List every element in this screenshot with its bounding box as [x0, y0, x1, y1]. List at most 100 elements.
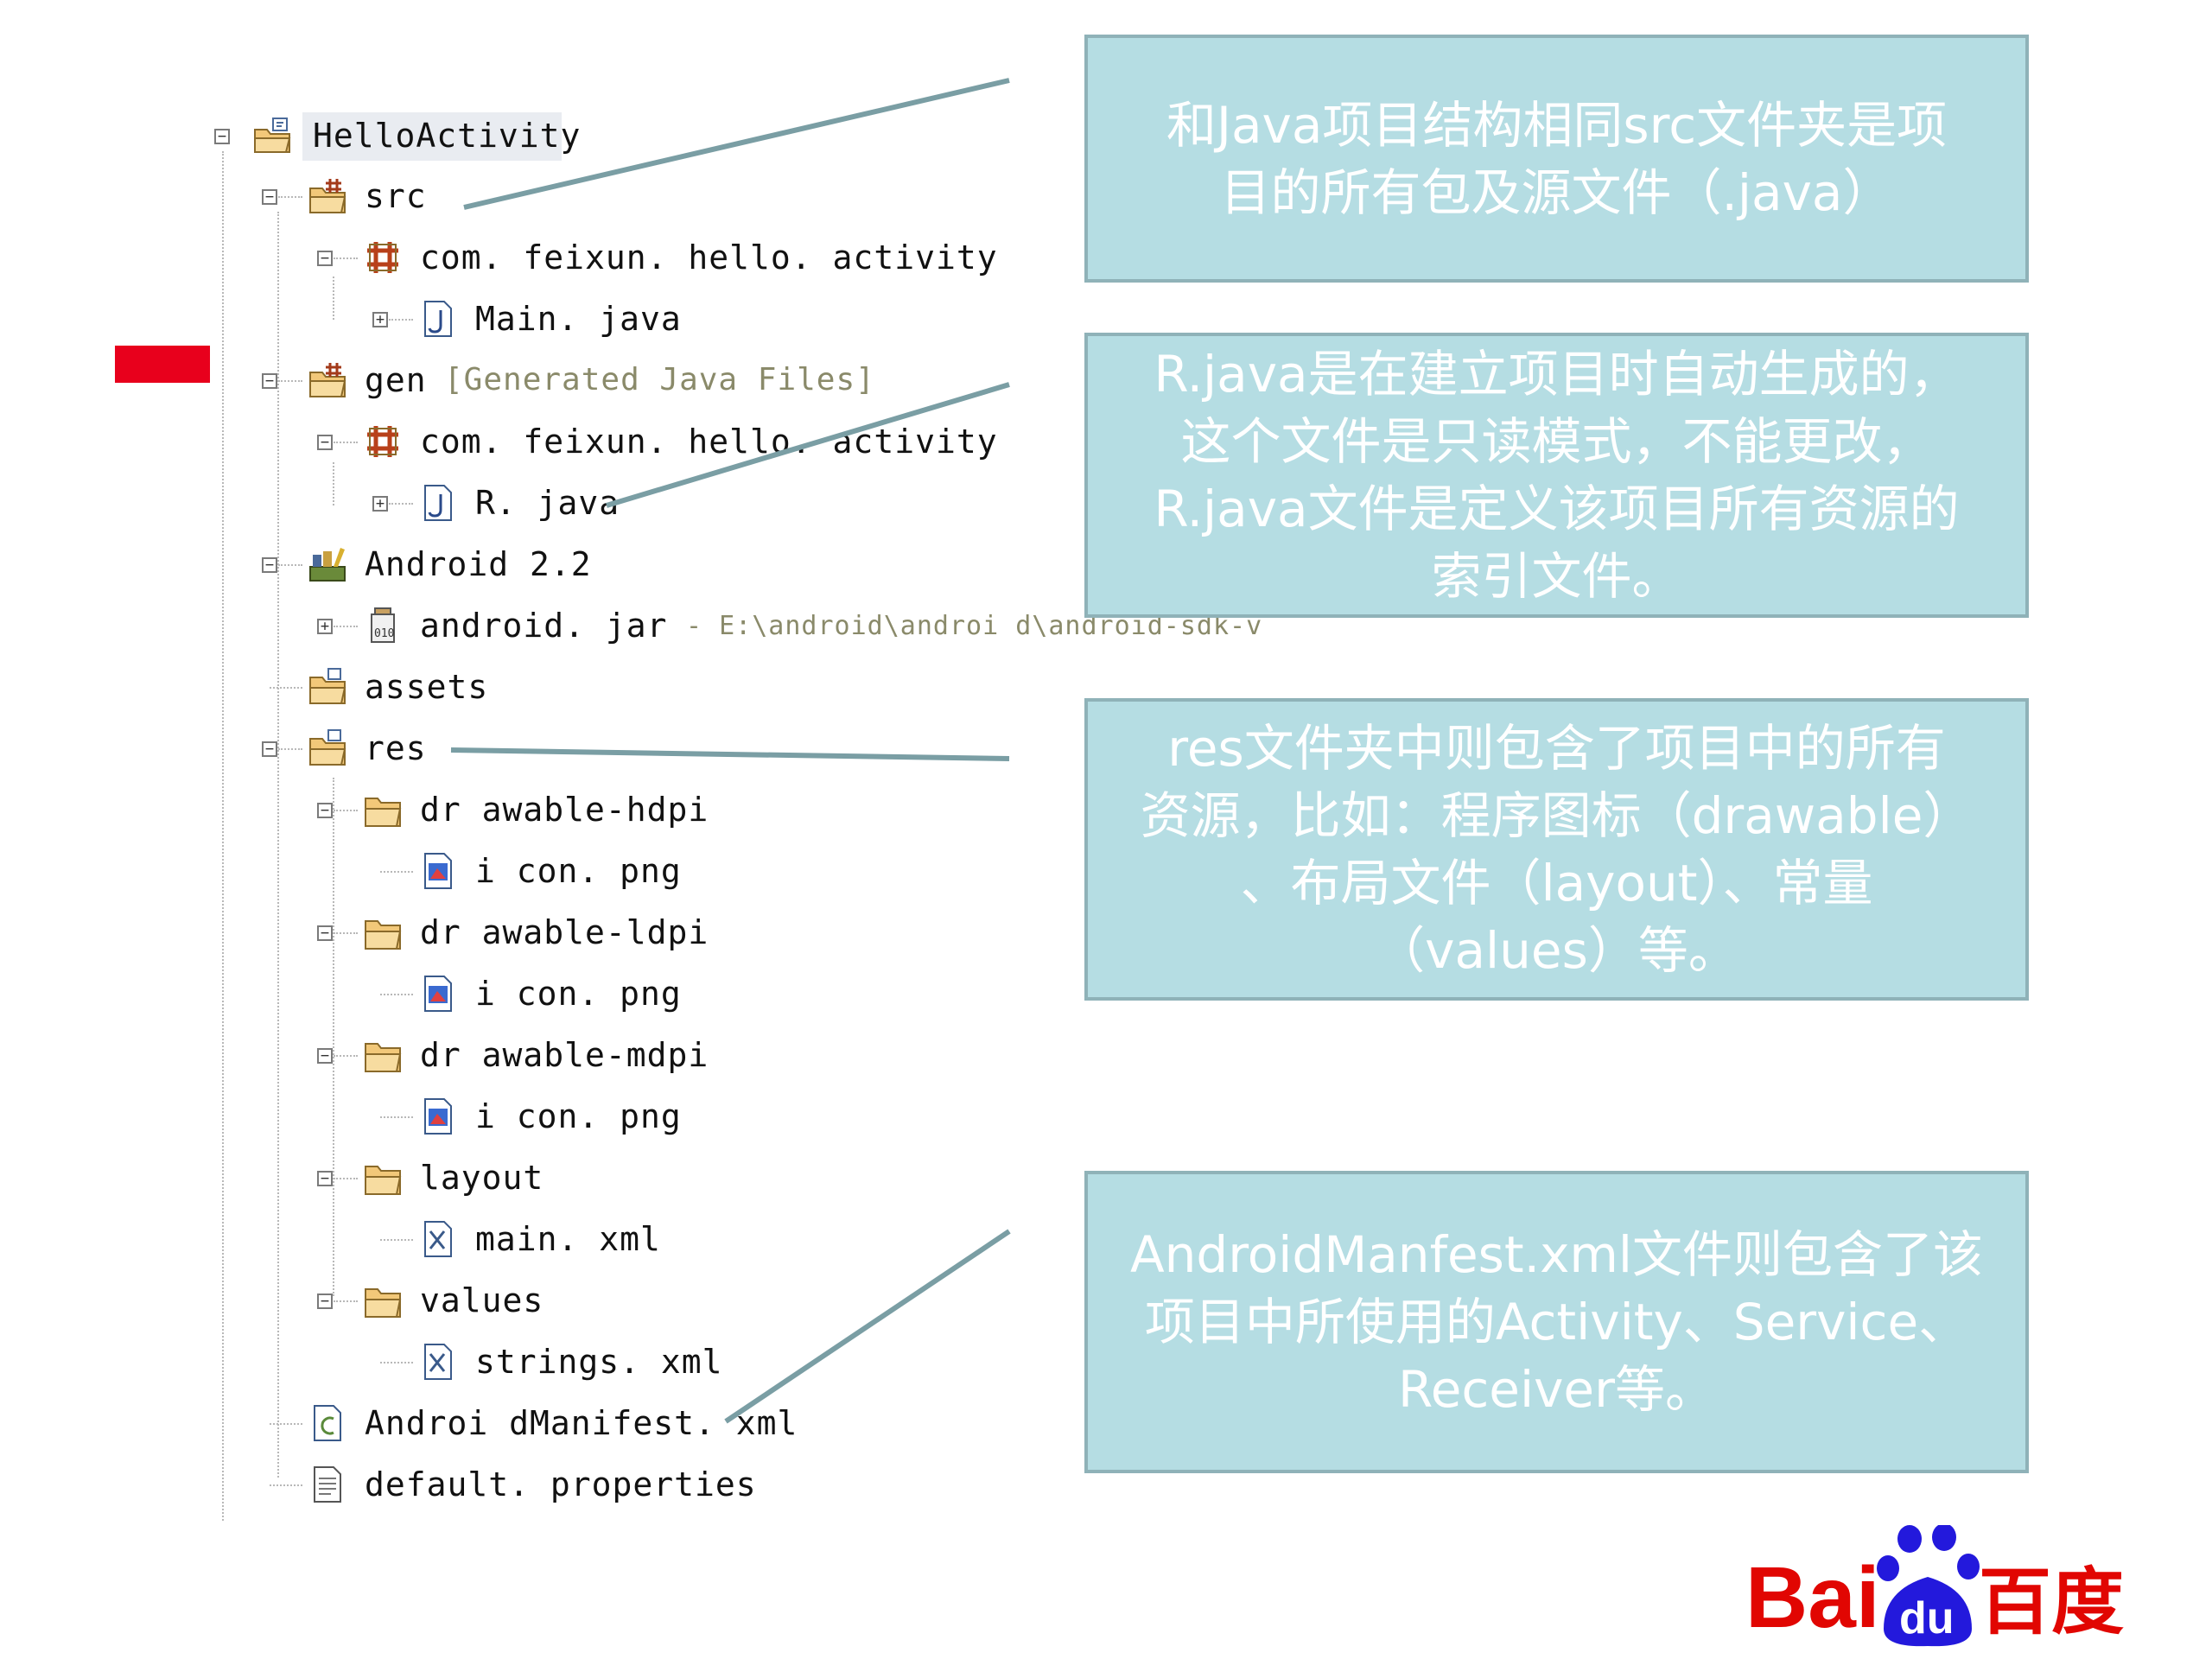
tree-item-strings-xml[interactable]: strings. xml [0, 1338, 1210, 1387]
project-explorer-tree: − HelloActivity − src − com. feixun. hello.… [0, 112, 1262, 1521]
tree-connector [270, 1484, 302, 1486]
collapse-toggle[interactable]: − [214, 129, 230, 144]
red-marker [115, 346, 210, 383]
collapse-toggle[interactable]: − [262, 373, 277, 389]
tree-item-label: dr awable-hdpi [420, 791, 709, 829]
expand-toggle[interactable]: + [372, 312, 388, 327]
tree-item-label: src [365, 177, 427, 215]
tree-connector [270, 687, 302, 689]
folder-icon [309, 668, 346, 704]
tree-connector [278, 564, 302, 566]
tree-item-label: com. feixun. hello. activity [420, 238, 998, 276]
expand-toggle[interactable]: + [372, 496, 388, 512]
tree-item-gen[interactable]: − gen [Generated Java Files] [0, 357, 1210, 405]
tree-connector [380, 1362, 413, 1363]
project-icon [254, 118, 291, 153]
open-folder-icon [365, 1043, 402, 1072]
package-icon [367, 242, 398, 273]
callout-src-text: 和Java项目结构相同src文件夹是项 目的所有包及源文件（.java） [1166, 95, 1948, 222]
source-folder-icon [309, 179, 346, 213]
expand-toggle[interactable]: + [317, 619, 333, 634]
callout-res-text: res文件夹中则包含了项目中的所有 资源，比如：程序图标（drawable） 、… [1140, 719, 1974, 980]
tree-item-manifest[interactable]: Androi dManifest. xml [0, 1400, 1210, 1448]
tree-item-drawable-mdpi[interactable]: −dr awable-mdpi [0, 1032, 1210, 1080]
tree-connector [334, 932, 358, 934]
leader-line-rjava [606, 382, 1010, 508]
collapse-toggle[interactable]: − [317, 251, 333, 266]
logo-text-cn: 百度 [1979, 1560, 2124, 1644]
manifest-file-icon [314, 1405, 341, 1441]
collapse-toggle[interactable]: − [317, 1294, 333, 1309]
tree-item-values[interactable]: − values [0, 1277, 1210, 1325]
tree-connector [389, 319, 413, 321]
library-icon [309, 548, 346, 582]
leader-line-res [450, 747, 1010, 761]
tree-item-r-java[interactable]: + R. java [0, 480, 1210, 528]
tree-connector [334, 1178, 358, 1179]
tree-item-assets[interactable]: assets [0, 664, 1210, 712]
tree-connector [380, 1116, 413, 1118]
xml-file-icon [424, 1344, 452, 1380]
open-folder-icon [365, 1166, 402, 1195]
collapse-toggle[interactable]: − [317, 803, 333, 818]
tree-item-android-lib[interactable]: − Android 2.2 [0, 541, 1210, 589]
collapse-toggle[interactable]: − [317, 1048, 333, 1064]
tree-item-main-java[interactable]: +Main. java [0, 296, 1210, 344]
java-file-icon [424, 301, 452, 337]
text-file-icon [314, 1466, 341, 1503]
tree-item-drawable-ldpi[interactable]: − dr awable-ldpi [0, 909, 1210, 957]
paw-icon [1877, 1525, 1980, 1647]
tree-connector [334, 442, 358, 443]
tree-connector [334, 810, 358, 811]
tree-item-label: R. java [475, 484, 620, 522]
tree-item-label: assets [365, 668, 489, 706]
tree-item-icon-hdpi[interactable]: i con. png [0, 848, 1210, 896]
tree-item-main-xml[interactable]: main. xml [0, 1216, 1210, 1264]
tree-item-label: i con. png [475, 1097, 682, 1135]
tree-item-drawable-hdpi[interactable]: − dr awable-hdpi [0, 786, 1210, 835]
open-folder-icon [365, 798, 402, 827]
open-folder-icon [365, 920, 402, 950]
tree-item-root[interactable]: − HelloActivity [0, 112, 605, 161]
collapse-toggle[interactable]: − [317, 925, 333, 941]
callout-manifest-text: AndroidManfest.xml文件则包含了该 项目中所使用的Activit… [1129, 1225, 1984, 1419]
tree-item-label: i con. png [475, 975, 682, 1013]
collapse-toggle[interactable]: − [262, 557, 277, 573]
collapse-toggle[interactable]: − [317, 435, 333, 450]
tree-item-pkg2[interactable]: − com. feixun. hello. activity [0, 418, 1210, 467]
tree-item-label: default. properties [365, 1465, 757, 1503]
tree-item-decoration: [Generated Java Files] [444, 362, 875, 397]
collapse-toggle[interactable]: − [262, 741, 277, 757]
tree-item-default-props[interactable]: default. properties [0, 1461, 1210, 1510]
tree-item-res[interactable]: −res [0, 725, 1210, 773]
baidu-logo: Bai du 百度 [1745, 1525, 2124, 1647]
tree-connector [380, 994, 413, 995]
tree-item-pkg1[interactable]: − com. feixun. hello. activity [0, 234, 1210, 283]
tree-item-src[interactable]: − src [0, 173, 1210, 221]
folder-icon [309, 729, 346, 766]
leader-line-src [463, 78, 1010, 210]
logo-text-latin: Bai [1745, 1549, 1880, 1646]
tree-connector [334, 257, 358, 259]
collapse-toggle[interactable]: − [317, 1171, 333, 1186]
tree-item-layout[interactable]: − layout [0, 1154, 1210, 1203]
tree-item-label: i con. png [475, 852, 682, 890]
tree-item-icon-mdpi[interactable]: i con. png [0, 1093, 1210, 1141]
tree-item-label: com. feixun. hello. activity [420, 423, 998, 461]
tree-item-label: Android 2.2 [365, 545, 592, 583]
collapse-toggle[interactable]: − [262, 189, 277, 205]
tree-item-label: values [420, 1281, 544, 1319]
svg-text:010: 010 [374, 627, 394, 640]
tree-item-label: layout [420, 1159, 544, 1197]
tree-connector [389, 503, 413, 505]
image-file-icon [424, 1098, 452, 1135]
tree-item-label: dr awable-ldpi [420, 913, 709, 951]
tree-connector [380, 871, 413, 873]
tree-item-icon-ldpi[interactable]: i con. png [0, 970, 1210, 1019]
callout-rjava: R.java是在建立项目时自动生成的， 这个文件是只读模式，不能更改， R.ja… [1084, 333, 2029, 618]
tree-connector [334, 1300, 358, 1302]
tree-connector [270, 1423, 302, 1425]
jar-icon: 010 [371, 607, 395, 643]
tree-item-label: gen [365, 361, 427, 399]
